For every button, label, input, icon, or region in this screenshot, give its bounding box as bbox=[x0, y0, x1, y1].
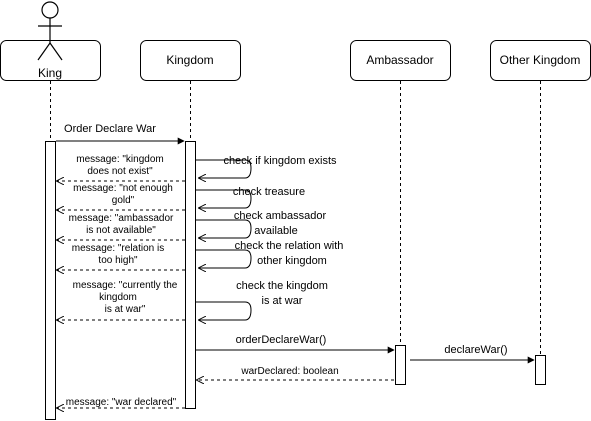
response-not-enough-gold[interactable]: message: "not enough gold" bbox=[57, 183, 185, 210]
stick-figure-icon bbox=[37, 1, 63, 61]
participant-kingdom[interactable]: Kingdom bbox=[140, 40, 241, 81]
kingdom-label: Kingdom bbox=[166, 53, 213, 67]
self-check-at-war[interactable]: check the kingdom is at war bbox=[196, 280, 328, 320]
self-check-ambassador-available[interactable]: check ambassador available bbox=[196, 210, 326, 238]
kingdom-not-exist-line-1: message: "kingdom bbox=[76, 154, 163, 165]
ambassador-unavailable-line-2: is not available" bbox=[86, 225, 156, 236]
currently-at-war-line-3: is at war" bbox=[105, 304, 146, 315]
relation-too-high-line-2: too high" bbox=[98, 255, 138, 266]
war-declared-boolean-label: warDeclared: boolean bbox=[240, 366, 338, 377]
response-war-declared[interactable]: message: "war declared" bbox=[57, 397, 185, 408]
check-treasure-line-1: check treasure bbox=[233, 186, 305, 198]
activation-bars bbox=[45, 141, 546, 420]
other-kingdom-label: Other Kingdom bbox=[500, 53, 581, 67]
response-war-declared-boolean[interactable]: warDeclared: boolean bbox=[197, 366, 394, 380]
order-declare-war-label: Order Declare War bbox=[64, 123, 156, 135]
not-enough-gold-line-2: gold" bbox=[112, 195, 135, 206]
self-check-relation[interactable]: check the relation with other kingdom bbox=[196, 240, 343, 268]
check-at-war-line-1: check the kingdom bbox=[236, 280, 328, 292]
declare-war-method-label: declareWar() bbox=[444, 344, 507, 356]
response-currently-at-war[interactable]: message: "currently the kingdom is at wa… bbox=[57, 280, 185, 320]
order-declare-war-method-label: orderDeclareWar() bbox=[236, 334, 327, 346]
participant-king[interactable]: King bbox=[0, 1, 101, 81]
message-order-declare-war[interactable]: Order Declare War bbox=[56, 123, 185, 145]
participant-other-kingdom[interactable]: Other Kingdom bbox=[490, 40, 591, 81]
currently-at-war-line-2: kingdom bbox=[99, 292, 137, 303]
ambassador-unavailable-line-1: message: "ambassador bbox=[69, 213, 174, 224]
kingdom-not-exist-line-2: does not exist" bbox=[87, 166, 153, 177]
check-relation-line-1: check the relation with bbox=[235, 240, 344, 252]
response-ambassador-unavailable[interactable]: message: "ambassador is not available" bbox=[57, 213, 185, 240]
check-ambassador-line-1: check ambassador bbox=[234, 210, 327, 222]
activation-king bbox=[45, 141, 56, 420]
lifelines bbox=[50, 81, 541, 355]
message-order-declare-war-method[interactable]: orderDeclareWar() bbox=[196, 334, 395, 354]
activation-kingdom bbox=[185, 141, 196, 409]
response-relation-too-high[interactable]: message: "relation is too high" bbox=[57, 243, 185, 270]
participant-ambassador[interactable]: Ambassador bbox=[350, 40, 451, 81]
currently-at-war-line-1: message: "currently the bbox=[73, 280, 178, 291]
message-declare-war-method[interactable]: declareWar() bbox=[410, 344, 535, 364]
ambassador-label: Ambassador bbox=[366, 53, 433, 67]
activation-other-kingdom bbox=[535, 355, 546, 385]
check-exists-line-1: check if kingdom exists bbox=[223, 155, 337, 167]
response-kingdom-not-exist[interactable]: message: "kingdom does not exist" bbox=[57, 154, 185, 181]
ambassador-box bbox=[350, 40, 451, 81]
self-check-treasure[interactable]: check treasure bbox=[196, 186, 305, 208]
check-at-war-line-2: is at war bbox=[262, 295, 303, 307]
not-enough-gold-line-1: message: "not enough bbox=[73, 183, 173, 194]
activation-ambassador bbox=[395, 345, 406, 385]
relation-too-high-line-1: message: "relation is bbox=[72, 243, 164, 254]
kingdom-box bbox=[140, 40, 241, 81]
check-ambassador-line-2: available bbox=[254, 225, 297, 237]
king-label: King bbox=[38, 66, 62, 80]
check-relation-line-2: other kingdom bbox=[257, 255, 327, 267]
self-check-kingdom-exists[interactable]: check if kingdom exists bbox=[196, 155, 337, 178]
war-declared-label: message: "war declared" bbox=[66, 397, 177, 408]
